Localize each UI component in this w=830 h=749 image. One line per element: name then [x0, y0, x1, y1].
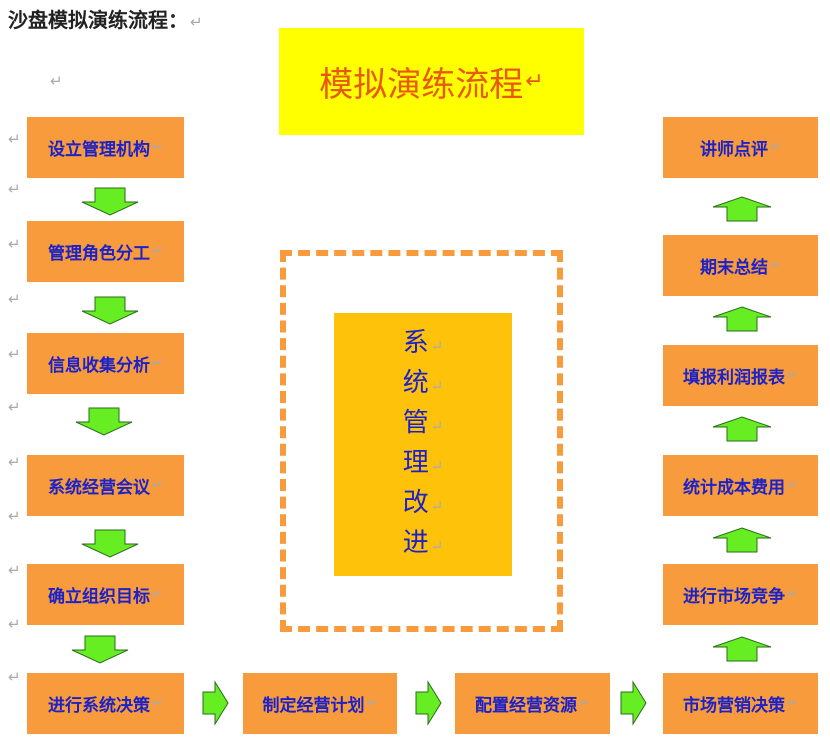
step-box-right-1: 讲师点评↵: [663, 117, 818, 178]
down-arrow-icon: [75, 407, 133, 436]
right-arrow-icon: [620, 680, 647, 726]
title-box: 模拟演练流程↵: [279, 28, 584, 135]
return-mark-icon: ↵: [152, 696, 163, 711]
step-box-left-4: 系统经营会议↵: [27, 455, 184, 516]
up-arrow-icon: [712, 636, 772, 662]
step-label: 进行市场竞争: [683, 587, 786, 607]
step-box-left-2: 管理角色分工↵: [27, 221, 184, 282]
return-mark-icon: ↵: [366, 696, 378, 711]
return-mark-icon: ↵: [787, 478, 798, 493]
step-box-bottom-3: 市场营销决策↵: [663, 673, 818, 734]
return-mark-icon: ↵: [770, 258, 781, 273]
return-mark-icon: ↵: [8, 561, 21, 579]
return-mark-icon: ↵: [787, 368, 798, 383]
up-arrow-icon: [712, 416, 772, 442]
step-label: 确立组织目标: [48, 587, 151, 607]
step-box-right-2: 期末总结↵: [663, 235, 818, 296]
up-arrow-icon: [712, 527, 772, 553]
return-mark-icon: ↵: [50, 72, 63, 90]
return-mark-icon: ↵: [8, 130, 21, 148]
step-label: 配置经营资源: [475, 696, 578, 716]
return-mark-icon: ↵: [8, 180, 21, 198]
step-label: 进行系统决策: [48, 696, 151, 716]
step-label: 市场营销决策: [683, 696, 786, 716]
return-mark-icon: ↵: [8, 453, 21, 471]
center-char: 统↵: [402, 367, 444, 398]
center-char: 管↵: [402, 407, 444, 438]
step-box-right-3: 填报利润报表↵: [663, 345, 818, 406]
dashed-frame: [280, 250, 563, 632]
center-char: 进↵: [402, 527, 444, 558]
step-label: 制定经营计划: [262, 696, 365, 716]
return-mark-icon: ↵: [787, 696, 798, 711]
return-mark-icon: ↵: [152, 478, 163, 493]
step-box-left-6: 进行系统决策↵: [27, 673, 184, 734]
down-arrow-icon: [81, 187, 139, 216]
return-mark-icon: ↵: [8, 668, 21, 686]
return-mark-icon: ↵: [8, 398, 21, 416]
diagram-title: 模拟演练流程: [319, 65, 524, 105]
step-label: 信息收集分析: [48, 356, 151, 376]
return-mark-icon: ↵: [787, 587, 798, 602]
return-mark-icon: ↵: [8, 615, 21, 633]
step-label: 统计成本费用: [683, 478, 786, 498]
return-mark-icon: ↵: [152, 356, 163, 371]
center-char: 改↵: [402, 487, 444, 518]
right-arrow-icon: [202, 680, 229, 726]
step-label: 设立管理机构: [48, 140, 151, 160]
up-arrow-icon: [712, 196, 772, 222]
return-mark-icon: ↵: [8, 507, 21, 525]
step-box-bottom-1: 制定经营计划↵: [243, 673, 397, 734]
return-mark-icon: ↵: [152, 140, 163, 155]
return-mark-icon: ↵: [8, 235, 21, 253]
step-label: 填报利润报表: [683, 368, 786, 388]
step-label: 期末总结: [700, 258, 769, 278]
step-box-bottom-2: 配置经营资源↵: [455, 673, 610, 734]
return-mark-icon: ↵: [190, 13, 203, 31]
right-arrow-icon: [415, 680, 442, 726]
page-heading: 沙盘模拟演练流程：↵: [8, 4, 203, 33]
down-arrow-icon: [71, 635, 129, 664]
heading-text: 沙盘模拟演练流程：: [8, 8, 188, 32]
center-char: 理↵: [402, 447, 444, 478]
return-mark-icon: ↵: [770, 140, 781, 155]
step-box-left-1: 设立管理机构↵: [27, 117, 184, 178]
up-arrow-icon: [712, 306, 772, 332]
return-mark-icon: ↵: [8, 345, 21, 363]
step-box-right-4: 统计成本费用↵: [663, 455, 818, 516]
center-char: 系↵: [402, 327, 444, 358]
step-box-left-5: 确立组织目标↵: [27, 564, 184, 625]
return-mark-icon: ↵: [8, 290, 21, 308]
return-mark-icon: ↵: [579, 696, 590, 711]
center-box: 系↵ 统↵ 管↵ 理↵ 改↵ 进↵: [334, 313, 512, 576]
step-label: 管理角色分工: [48, 244, 151, 264]
return-mark-icon: ↵: [525, 69, 544, 94]
step-label: 系统经营会议: [48, 478, 151, 498]
down-arrow-icon: [81, 296, 139, 325]
down-arrow-icon: [81, 529, 139, 558]
step-box-right-5: 进行市场竞争↵: [663, 564, 818, 625]
return-mark-icon: ↵: [152, 587, 163, 602]
return-mark-icon: ↵: [152, 244, 163, 259]
step-label: 讲师点评: [700, 140, 769, 160]
step-box-left-3: 信息收集分析↵: [27, 333, 184, 394]
